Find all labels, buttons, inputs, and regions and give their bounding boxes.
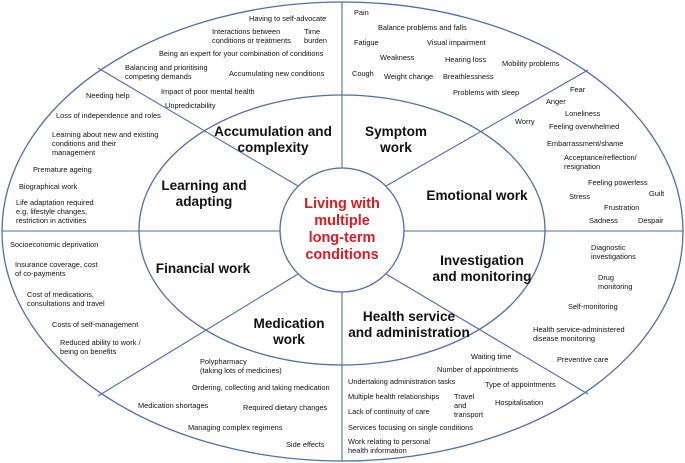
item-continuity: Lack of continuity of care: [348, 407, 430, 416]
item-admin-tasks: Undertaking administration tasks: [348, 377, 456, 386]
item-regimens: Managing complex regimens: [188, 423, 283, 432]
divider-upper-left: [97, 67, 299, 187]
item-shortages: Medication shortages: [138, 401, 209, 410]
item-hearing: Hearing loss: [445, 55, 487, 64]
item-overwhelmed: Feeling overwhelmed: [549, 122, 620, 131]
divider-upper-right: [385, 69, 589, 187]
item-breathless: Breathlessness: [443, 72, 494, 81]
section-symptom-work: Symptom work: [365, 124, 427, 155]
item-stress: Stress: [569, 192, 590, 201]
item-dietary: Required dietary changes: [243, 403, 328, 412]
item-self-advocate: Having to self-advocate: [249, 14, 327, 23]
item-medication-costs: Cost of medications, consultations and t…: [27, 290, 105, 308]
divider-lower-right: [385, 273, 589, 395]
item-worry: Worry: [515, 117, 535, 126]
item-mobility: Mobility problems: [502, 59, 560, 68]
item-weight: Weight change: [384, 72, 434, 81]
item-hospitalisation: Hospitalisation: [495, 398, 544, 407]
item-sleep: Problems with sleep: [453, 88, 520, 97]
section-emotional-work: Emotional work: [426, 188, 528, 203]
item-single-conditions: Services focusing on single conditions: [348, 423, 473, 432]
item-premature-ageing: Premature ageing: [33, 165, 92, 174]
item-pain: Pain: [354, 8, 369, 17]
item-number-appts: Number of appointments: [437, 365, 518, 374]
item-mental-health: Impact of poor mental health: [161, 87, 255, 96]
item-loneliness: Loneliness: [565, 109, 601, 118]
item-independence: Loss of independence and roles: [56, 111, 161, 120]
item-type-appts: Type of appointments: [485, 380, 556, 389]
item-visual: Visual impairment: [427, 38, 486, 47]
item-fatigue: Fatigue: [354, 38, 379, 47]
item-hs-monitoring: Health service-administered disease moni…: [533, 325, 625, 343]
item-expert: Being an expert for your combination of …: [159, 49, 324, 58]
item-deprivation: Socioeconomic deprivation: [10, 240, 99, 249]
item-self-monitoring: Self-monitoring: [568, 302, 618, 311]
item-ordering: Ordering, collecting and taking medicati…: [192, 383, 330, 392]
item-cough: Cough: [352, 69, 374, 78]
section-health-service-administration: Health service and administration: [348, 309, 470, 340]
item-despair: Despair: [638, 216, 664, 225]
item-drug: Drug monitoring: [598, 273, 633, 291]
section-accumulation-complexity: Accumulation and complexity: [214, 124, 332, 155]
item-learning-conditions: Learning about new and existing conditio…: [52, 130, 159, 157]
item-fear: Fear: [570, 85, 586, 94]
item-accumulating: Accumulating new conditions: [229, 69, 325, 78]
item-preventive: Preventive care: [557, 355, 609, 364]
item-weakness: Weakness: [380, 53, 415, 62]
center-title: Living with multiple long-term condition…: [304, 196, 380, 263]
section-learning-adapting: Learning and adapting: [161, 178, 247, 209]
item-multiple-relationships: Multiple health relationships: [348, 392, 440, 401]
item-time-burden: Time burden: [304, 27, 328, 45]
item-travel: Travel and transport: [454, 392, 484, 419]
section-financial-work: Financial work: [155, 261, 251, 276]
item-frustration: Frustration: [604, 203, 640, 212]
item-diagnostic: Diagnostic investigations: [591, 243, 636, 261]
item-embarrassment: Embarrassment/shame: [547, 139, 624, 148]
divider-lower-left: [97, 273, 299, 397]
section-investigation-monitoring: Investigation and monitoring: [432, 253, 532, 284]
item-balance: Balance problems and falls: [378, 23, 467, 32]
item-side-effects: Side effects: [286, 440, 325, 449]
item-life-adaptation: Life adaptation required e.g. lifestyle …: [16, 198, 94, 225]
item-guilt: Guilt: [649, 189, 665, 198]
item-interactions: Interactions between conditions or treat…: [212, 27, 291, 45]
item-unpredictability: Unpredictability: [165, 101, 216, 110]
item-self-management-costs: Costs of self-management: [52, 320, 139, 329]
item-acceptance: Acceptance/reflection/ resignation: [564, 153, 637, 171]
item-anger: Anger: [546, 97, 566, 106]
item-sadness: Sadness: [589, 216, 618, 225]
item-needing-help: Needing help: [86, 91, 130, 100]
item-insurance: Insurance coverage, cost of co-payments: [15, 260, 98, 278]
item-waiting: Waiting time: [471, 352, 512, 361]
item-biographical: Biographical work: [19, 182, 78, 191]
item-personal-info: Work relating to personal health informa…: [348, 437, 431, 455]
section-medication-work: Medication work: [253, 316, 325, 347]
item-polypharmacy: Polypharmacy (taking lots of medicines): [200, 357, 282, 375]
item-balancing: Balancing and prioritising competing dem…: [125, 63, 208, 81]
item-reduced-ability: Reduced ability to work / being on benef…: [60, 338, 141, 356]
item-powerless: Feeling powerless: [588, 178, 648, 187]
